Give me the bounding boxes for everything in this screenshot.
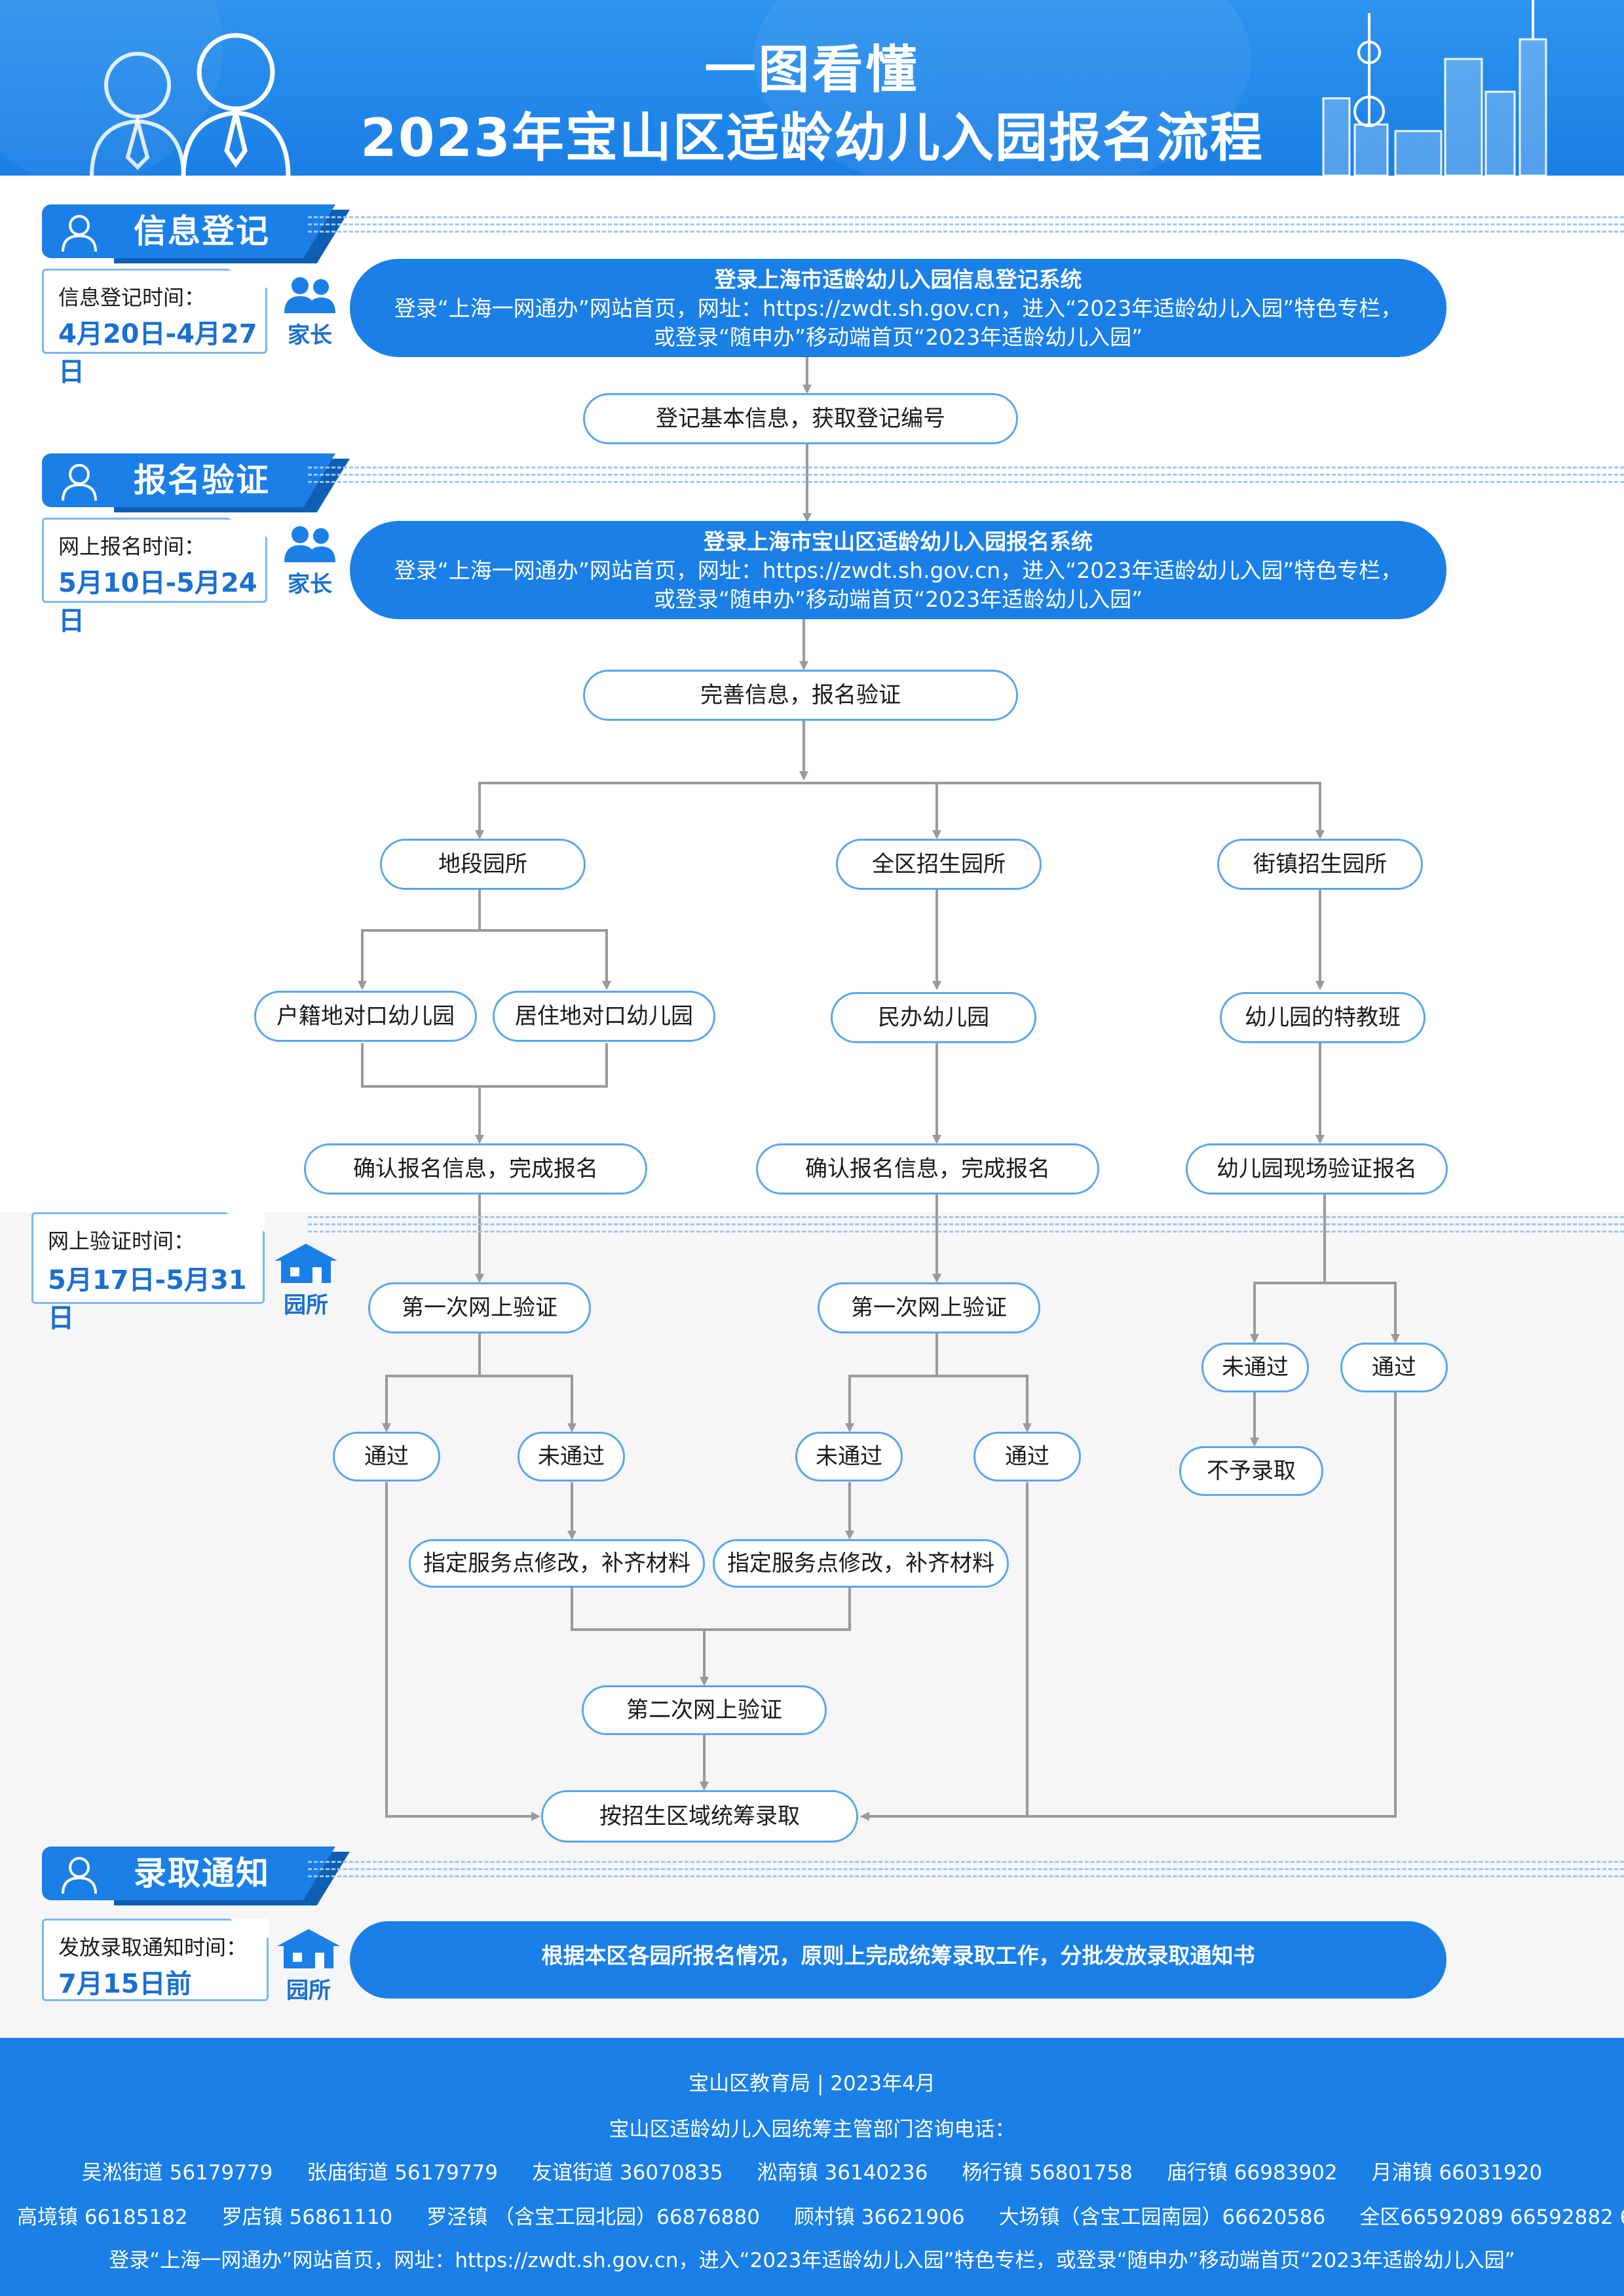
time-label: 发放录取通知时间： — [58, 1935, 248, 1960]
user-badge-icon — [62, 215, 97, 252]
registration-time-box: 信息登记时间： 4月20日-4月27日 — [42, 269, 267, 387]
banner-title: 根据本区各园所报名情况，原则上完成统筹录取工作，分批发放录取通知书 — [541, 1943, 1255, 1968]
role-label: 家长 — [288, 322, 332, 349]
notice-time-box: 发放录取通知时间： 7月15日前 — [42, 1919, 269, 2001]
role-parent: 家长 — [274, 274, 346, 349]
node-fail-c: 未通过 — [1201, 1343, 1309, 1392]
contact-item: 全区66592089 66592882 66592019 — [1359, 2206, 1624, 2229]
footer-hotline-title: 宝山区适龄幼儿入园统筹主管部门咨询电话： — [609, 2118, 1015, 2141]
role-label: 家长 — [288, 571, 332, 598]
contact-item: 罗店镇 56861110 — [221, 2206, 393, 2229]
section-title: 报名验证 — [107, 453, 335, 507]
footer-contacts-row2: 高境镇 66185182 罗店镇 56861110 罗泾镇 （含宝工园北园）6687… — [0, 2200, 1624, 2230]
section-divider — [308, 1216, 1624, 1236]
parents-icon — [284, 526, 335, 562]
role-kindergarten: 园所 — [273, 1928, 345, 2004]
city-skyline-icon — [1322, 0, 1547, 176]
node-pass-c: 通过 — [1340, 1343, 1448, 1392]
notice-banner: 根据本区各园所报名情况，原则上完成统筹录取工作，分批发放录取通知书 — [350, 1921, 1446, 1999]
banner-line: 或登录“随申办”移动端首页“2023年适龄幼儿入园” — [653, 586, 1143, 612]
time-label: 网上验证时间： — [48, 1229, 195, 1253]
node-onsite-verify: 幼儿园现场验证报名 — [1186, 1143, 1448, 1195]
role-kindergarten: 园所 — [270, 1242, 342, 1319]
role-parent: 家长 — [274, 523, 346, 598]
node-admission: 按招生区域统筹录取 — [541, 1790, 858, 1843]
parents-icon — [284, 277, 335, 313]
time-label: 信息登记时间： — [58, 285, 206, 310]
node-pass-b: 通过 — [973, 1432, 1081, 1482]
node-fix-a: 指定服务点修改，补齐材料 — [409, 1539, 705, 1588]
role-label: 园所 — [286, 1978, 331, 2004]
time-label: 网上报名时间： — [58, 534, 206, 559]
footer-contacts-row1: 吴淞街道 56179779 张庙街道 56179779 友谊街道 36070835 淞… — [0, 2156, 1624, 2185]
banner-title: 登录上海市宝山区适龄幼儿入园报名系统 — [704, 529, 1093, 554]
banner-line: 登录“上海一网通办”网站首页，网址：https://zwdt.sh.gov.cn… — [394, 558, 1403, 583]
header-banner: 一图看懂 2023年宝山区适龄幼儿入园报名流程 — [0, 0, 1624, 176]
contact-item: 张庙街道 56179779 — [307, 2161, 499, 2185]
node-first-verify-a: 第一次网上验证 — [368, 1282, 591, 1333]
node-second-verify: 第二次网上验证 — [582, 1685, 827, 1735]
node-fix-b: 指定服务点修改，补齐材料 — [713, 1539, 1009, 1588]
node-complete-info: 完善信息，报名验证 — [583, 670, 1018, 721]
contact-item: 吴淞街道 56179779 — [81, 2161, 273, 2185]
section-divider — [308, 216, 1624, 236]
footer-org-line: 宝山区教育局 | 2023年4月 — [689, 2072, 935, 2095]
time-value: 5月10日-5月24日 — [58, 568, 257, 636]
node-town-kg: 街镇招生园所 — [1217, 839, 1423, 890]
node-confirm-a: 确认报名信息，完成报名 — [304, 1143, 647, 1195]
node-register-basic: 登记基本信息，获取登记编号 — [583, 393, 1018, 444]
kindergarten-house-icon — [277, 1929, 340, 1968]
time-value: 7月15日前 — [58, 1969, 192, 1999]
footer-portal-line: 登录“上海一网通办”网站首页，网址：https://zwdt.sh.gov.cn… — [109, 2249, 1515, 2272]
contact-item: 顾村镇 36621906 — [793, 2206, 965, 2229]
time-value: 5月17日-5月31日 — [48, 1265, 247, 1333]
contact-item: 淞南镇 36140236 — [757, 2161, 928, 2185]
node-not-admitted: 不予录取 — [1179, 1446, 1323, 1496]
banner-line: 登录“上海一网通办”网站首页，网址：https://zwdt.sh.gov.cn… — [394, 296, 1403, 321]
node-first-verify-b: 第一次网上验证 — [818, 1282, 1040, 1333]
node-special-class: 幼儿园的特教班 — [1220, 992, 1426, 1043]
user-badge-icon — [62, 1857, 97, 1894]
section-title: 信息登记 — [107, 204, 335, 258]
user-badge-icon — [62, 464, 97, 501]
contact-item: 罗泾镇 （含宝工园北园）66876880 — [426, 2206, 760, 2229]
node-private-kg: 民办幼儿园 — [831, 992, 1036, 1043]
node-juzhu-kg: 居住地对口幼儿园 — [493, 991, 715, 1042]
node-zone-kg: 地段园所 — [380, 839, 586, 890]
contact-item: 庙行镇 66983902 — [1166, 2161, 1338, 2185]
node-fail-b: 未通过 — [795, 1432, 903, 1482]
contact-item: 大场镇（含宝工园南园）66620586 — [998, 2206, 1326, 2229]
node-huji-kg: 户籍地对口幼儿园 — [254, 991, 477, 1042]
contact-item: 友谊街道 36070835 — [532, 2161, 723, 2185]
node-pass-a: 通过 — [333, 1432, 440, 1482]
section-divider — [308, 467, 1624, 486]
node-district-kg: 全区招生园所 — [836, 839, 1042, 890]
contact-item: 高境镇 66185182 — [17, 2206, 188, 2229]
role-label: 园所 — [284, 1292, 328, 1318]
online-apply-time-box: 网上报名时间： 5月10日-5月24日 — [42, 518, 267, 636]
node-fail-a: 未通过 — [518, 1432, 625, 1482]
time-value: 4月20日-4月27日 — [58, 319, 257, 387]
section-title: 录取通知 — [107, 1846, 335, 1900]
footer: 宝山区教育局 | 2023年4月 宝山区适龄幼儿入园统筹主管部门咨询电话： 吴淞… — [0, 2038, 1624, 2296]
banner-title: 登录上海市适龄幼儿入园信息登记系统 — [714, 267, 1082, 292]
apply-system-banner: 登录上海市宝山区适龄幼儿入园报名系统 登录“上海一网通办”网站首页，网址：htt… — [350, 521, 1446, 619]
page-title-line1: 一图看懂 — [704, 41, 920, 100]
page-title-line2: 2023年宝山区适龄幼儿入园报名流程 — [360, 107, 1264, 168]
banner-line: 或登录“随申办”移动端首页“2023年适龄幼儿入园” — [653, 324, 1143, 350]
online-verify-time-box: 网上验证时间： 5月17日-5月31日 — [31, 1212, 265, 1333]
section-divider — [308, 1861, 1624, 1881]
people-illustration-icon — [90, 33, 291, 176]
node-confirm-b: 确认报名信息，完成报名 — [756, 1143, 1099, 1195]
kindergarten-house-icon — [274, 1244, 337, 1283]
registration-system-banner: 登录上海市适龄幼儿入园信息登记系统 登录“上海一网通办”网站首页，网址：http… — [350, 259, 1446, 357]
contact-item: 月浦镇 66031920 — [1371, 2161, 1543, 2185]
contact-item: 杨行镇 56801758 — [962, 2161, 1133, 2185]
